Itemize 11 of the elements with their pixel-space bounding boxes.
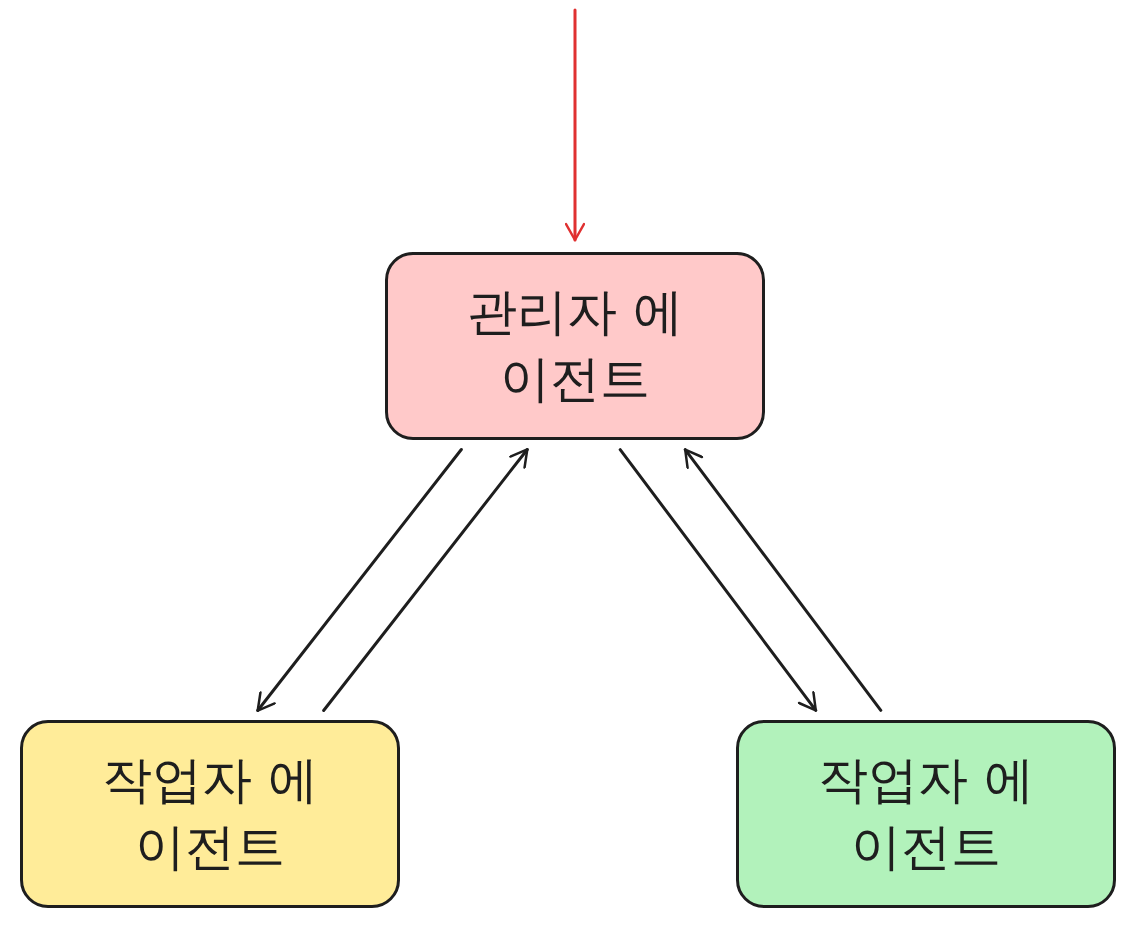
agent-label: 작업자 에이전트	[101, 749, 319, 878]
arrow	[618, 448, 818, 712]
agent-box	[385, 252, 765, 440]
agent-box	[736, 720, 1116, 908]
agent-box	[20, 720, 400, 908]
agent-label: 작업자 에이전트	[817, 749, 1035, 878]
arrow	[256, 447, 463, 713]
arrow	[322, 447, 529, 713]
agent-label: 관리자 에이전트	[466, 281, 684, 410]
arrow	[564, 8, 586, 242]
arrow	[683, 448, 883, 712]
